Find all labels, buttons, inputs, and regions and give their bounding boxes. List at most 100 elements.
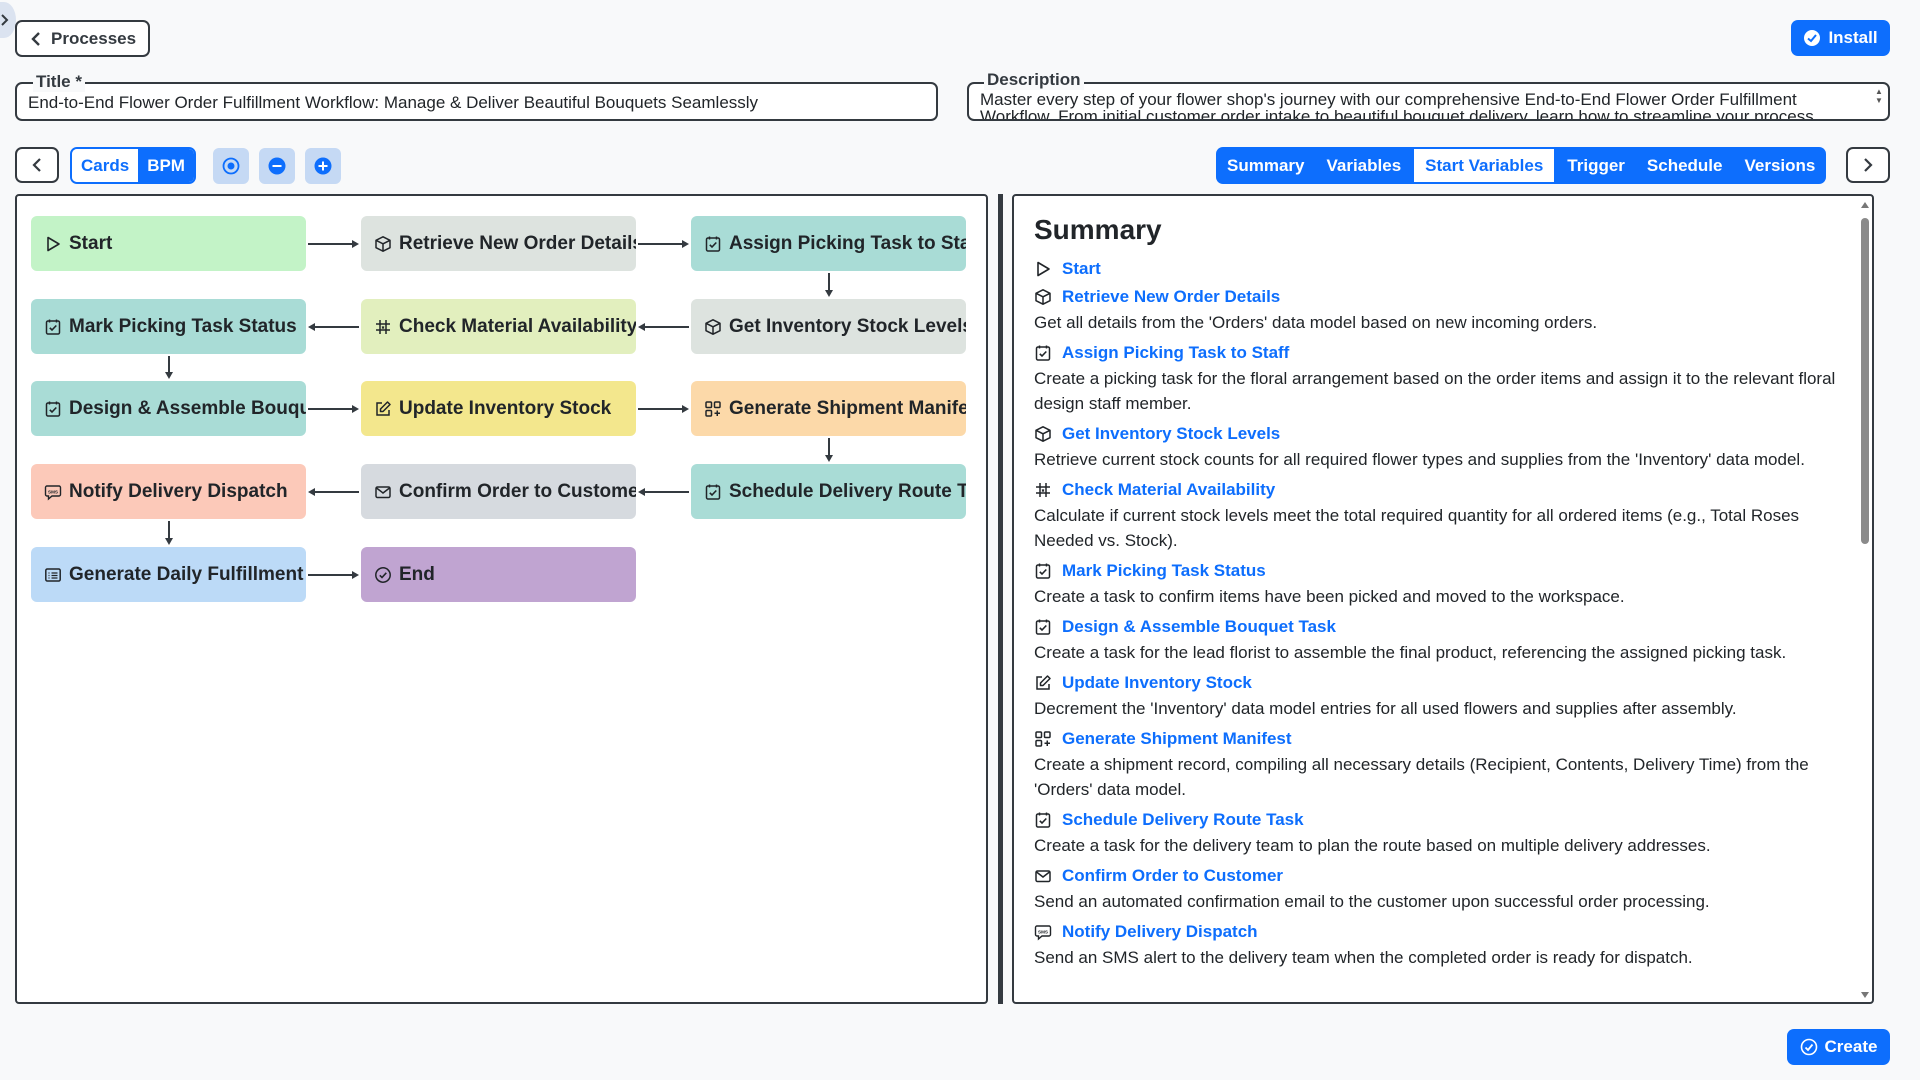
flow-node-label: Generate Shipment Manifest xyxy=(729,397,966,419)
install-button[interactable]: Install xyxy=(1791,20,1890,56)
arrow-left-icon xyxy=(308,322,315,331)
tab-schedule[interactable]: Schedule xyxy=(1646,155,1723,175)
arrow-down-icon xyxy=(824,290,833,297)
flow-node-label: Retrieve New Order Details xyxy=(399,232,636,254)
arrow-right-icon xyxy=(352,239,359,248)
view-cards-button[interactable]: Cards xyxy=(72,149,139,182)
flow-node-label: Mark Picking Task Status xyxy=(69,315,297,337)
arrow-down-icon xyxy=(164,538,173,545)
connector-line xyxy=(644,325,689,328)
flow-node[interactable]: Generate Shipment Manifest xyxy=(691,381,966,436)
title-input[interactable]: End-to-End Flower Order Fulfillment Work… xyxy=(28,93,759,112)
check-circle-icon xyxy=(374,566,392,584)
connector-line xyxy=(167,521,170,539)
collapse-right-button[interactable] xyxy=(1846,147,1890,183)
summary-item-link[interactable]: Assign Picking Task to Staff xyxy=(1062,343,1290,362)
description-textarea[interactable]: Master every step of your flower shop's … xyxy=(980,90,1814,121)
summary-item-link[interactable]: Mark Picking Task Status xyxy=(1062,561,1266,580)
task-check-icon xyxy=(704,235,722,253)
flow-node-label: Notify Delivery Dispatch xyxy=(69,480,288,502)
tab-start-variables[interactable]: Start Variables xyxy=(1412,147,1557,184)
summary-item-description: Create a task for the lead florist to as… xyxy=(1034,643,1787,662)
connector-line xyxy=(827,438,830,456)
collapse-left-button[interactable] xyxy=(15,147,59,183)
description-field[interactable]: Master every step of your flower shop's … xyxy=(967,82,1890,121)
sidebar-toggle[interactable] xyxy=(0,2,16,38)
task-check-icon xyxy=(1034,562,1052,580)
summary-item-description: Create a task to confirm items have been… xyxy=(1034,587,1625,606)
back-to-processes-button[interactable]: Processes xyxy=(15,20,150,57)
tab-summary[interactable]: Summary xyxy=(1227,155,1305,175)
panel-tabs[interactable]: Summary Variables Start Variables Trigge… xyxy=(1216,147,1827,184)
box-icon xyxy=(704,318,722,336)
flow-node-label: End xyxy=(399,563,435,585)
flow-node-label: Generate Daily Fulfillment Report xyxy=(69,563,306,585)
summary-title: Summary xyxy=(1034,214,1162,245)
flow-node[interactable]: Confirm Order to Customer xyxy=(361,464,636,519)
summary-scrollbar[interactable] xyxy=(1860,202,1870,998)
textarea-spinner[interactable]: ▲▼ xyxy=(1875,87,1883,105)
summary-item-description: Calculate if current stock levels meet t… xyxy=(1034,506,1800,550)
summary-item-link[interactable]: Check Material Availability xyxy=(1062,480,1276,499)
center-view-button[interactable] xyxy=(213,148,249,184)
summary-item-link[interactable]: Generate Shipment Manifest xyxy=(1062,729,1292,748)
summary-item-link[interactable]: Schedule Delivery Route Task xyxy=(1062,810,1304,829)
flow-node[interactable]: Design & Assemble Bouquet Task xyxy=(31,381,306,436)
flow-node[interactable]: Get Inventory Stock Levels xyxy=(691,299,966,354)
zoom-in-button[interactable] xyxy=(305,148,341,184)
summary-item-description: Send an automated confirmation email to … xyxy=(1034,892,1710,911)
title-label: Title * xyxy=(33,72,85,92)
flow-node[interactable]: Check Material Availability xyxy=(361,299,636,354)
view-toggle[interactable]: Cards BPM xyxy=(70,147,196,184)
plus-circle-icon xyxy=(314,157,332,175)
summary-item-link[interactable]: Retrieve New Order Details xyxy=(1062,287,1281,306)
summary-item-link[interactable]: Confirm Order to Customer xyxy=(1062,866,1284,885)
summary-item-link[interactable]: Start xyxy=(1062,259,1101,278)
tab-versions[interactable]: Versions xyxy=(1744,155,1816,175)
flow-node[interactable]: Mark Picking Task Status xyxy=(31,299,306,354)
arrow-right-icon xyxy=(682,404,689,413)
summary-item-link[interactable]: Update Inventory Stock xyxy=(1062,673,1252,692)
summary-item-link[interactable]: Get Inventory Stock Levels xyxy=(1062,424,1281,443)
bpm-canvas[interactable]: Start Retrieve New Order Details Assign Pi… xyxy=(15,194,988,1004)
arrow-down-icon xyxy=(164,372,173,379)
flow-node-label: Schedule Delivery Route Task xyxy=(729,480,966,502)
flow-node[interactable]: Start xyxy=(31,216,306,271)
connector-line xyxy=(314,325,359,328)
zoom-out-button[interactable] xyxy=(259,148,295,184)
flow-node[interactable]: Generate Daily Fulfillment Report xyxy=(31,547,306,602)
flow-node-label: Get Inventory Stock Levels xyxy=(729,315,966,337)
flow-node[interactable]: Schedule Delivery Route Task xyxy=(691,464,966,519)
create-button[interactable]: Create xyxy=(1787,1029,1890,1065)
panel-resize-handle[interactable] xyxy=(998,194,1003,1004)
apps-icon xyxy=(1034,730,1052,748)
summary-item-link[interactable]: Notify Delivery Dispatch xyxy=(1062,922,1258,941)
arrow-right-icon xyxy=(682,239,689,248)
list-icon xyxy=(44,566,62,584)
tab-trigger[interactable]: Trigger xyxy=(1567,155,1625,175)
svg-text:SMS: SMS xyxy=(48,489,58,494)
title-field[interactable]: Title * End-to-End Flower Order Fulfillm… xyxy=(15,72,938,121)
flow-node[interactable]: Assign Picking Task to Staff xyxy=(691,216,966,271)
summary-item: Start xyxy=(1034,258,1854,280)
connector-line xyxy=(308,242,353,245)
flow-node-label: Confirm Order to Customer xyxy=(399,480,636,502)
view-bpm-button[interactable]: BPM xyxy=(138,149,194,182)
sms-icon: SMS xyxy=(1034,923,1052,941)
install-label: Install xyxy=(1828,28,1878,47)
summary-item-link[interactable]: Design & Assemble Bouquet Task xyxy=(1062,617,1336,636)
flow-node[interactable]: Update Inventory Stock xyxy=(361,381,636,436)
arrow-left-icon xyxy=(308,487,315,496)
flow-node[interactable]: End xyxy=(361,547,636,602)
arrow-right-icon xyxy=(352,404,359,413)
scrollbar-thumb[interactable] xyxy=(1861,218,1869,544)
flow-node[interactable]: Retrieve New Order Details xyxy=(361,216,636,271)
tab-variables[interactable]: Variables xyxy=(1326,155,1402,175)
summary-item-description: Create a shipment record, compiling all … xyxy=(1034,755,1809,799)
flow-node[interactable]: SMS Notify Delivery Dispatch xyxy=(31,464,306,519)
arrow-left-icon xyxy=(638,322,645,331)
